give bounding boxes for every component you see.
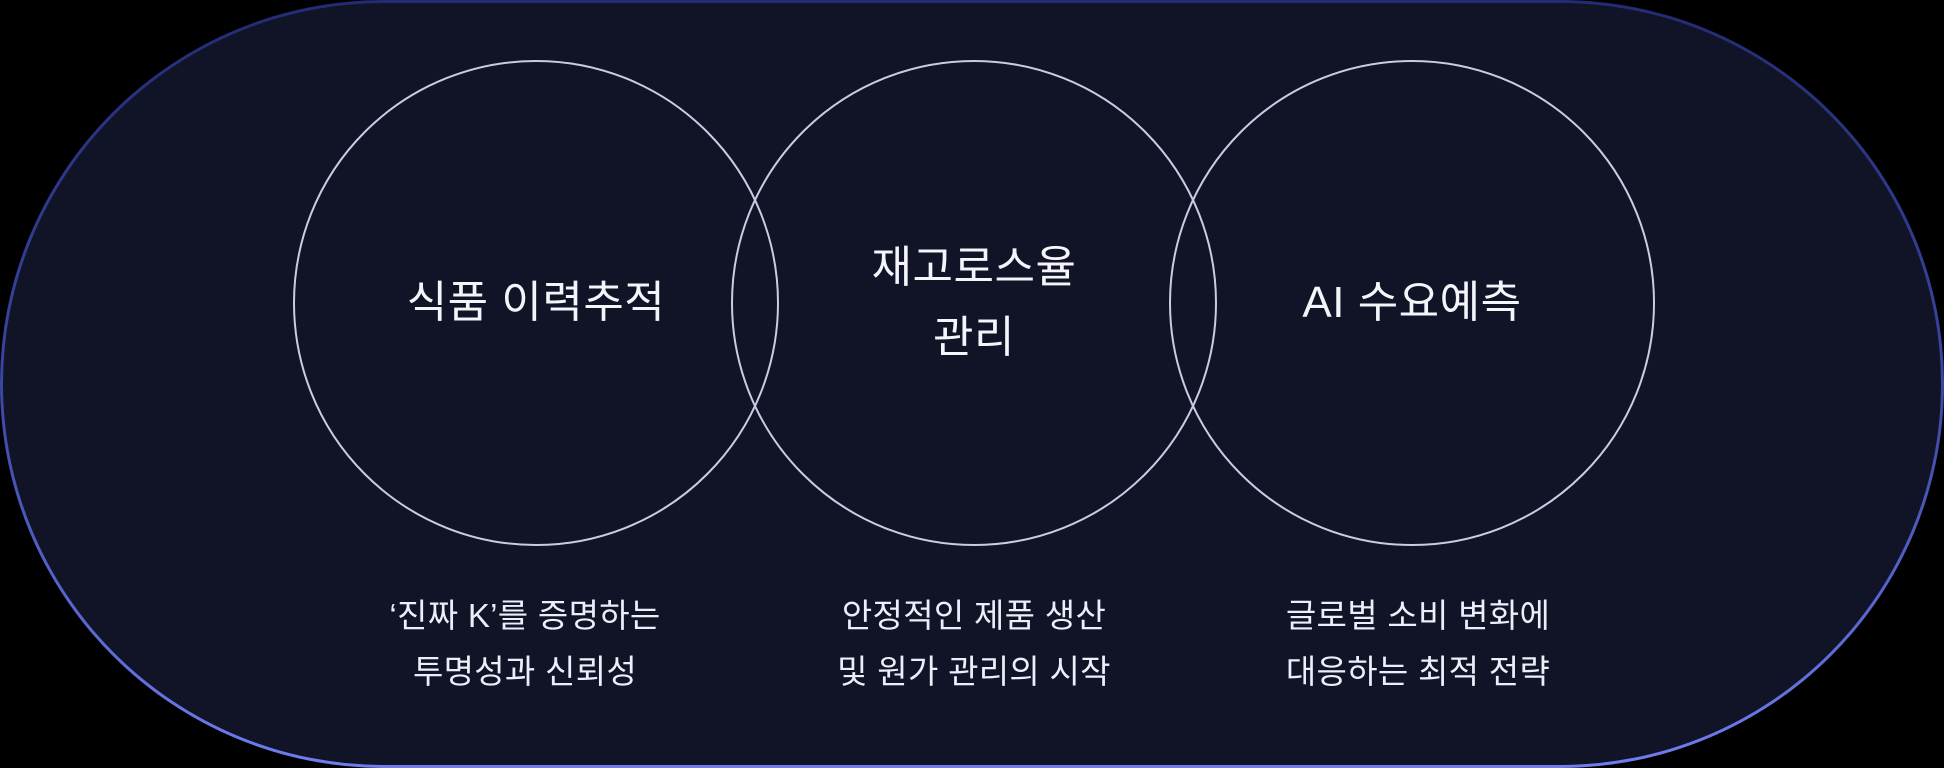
caption-line2: 및 원가 관리의 시작 [837,653,1111,690]
circle-title-text-line2: 관리 [933,313,1015,362]
circle-title-text-line1: 재고로스율 [871,243,1077,292]
caption-line2: 투명성과 신뢰성 [412,653,638,690]
circle-title-text: AI 수요예측 [1302,278,1522,327]
caption-inventory-loss-rate: 안정적인 제품 생산 및 원가 관리의 시작 [731,588,1217,700]
circle-title-ai-demand-forecast: AI 수요예측 [1169,60,1655,546]
circle-title-inventory-loss-rate: 재고로스율 관리 [731,60,1217,546]
caption-line2: 대응하는 최적 전략 [1285,653,1551,690]
caption-line1: 글로벌 소비 변화에 [1285,597,1551,634]
caption-ai-demand-forecast: 글로벌 소비 변화에 대응하는 최적 전략 [1175,588,1661,700]
circle-title-text: 식품 이력추적 [406,278,666,327]
venn-circle-ai-demand-forecast [1169,60,1655,546]
caption-line1: ‘진짜 K’를 증명하는 [389,597,661,634]
caption-line1: 안정적인 제품 생산 [841,597,1107,634]
caption-food-traceability: ‘진짜 K’를 증명하는 투명성과 신뢰성 [282,588,768,700]
circle-title-food-traceability: 식품 이력추적 [293,60,779,546]
